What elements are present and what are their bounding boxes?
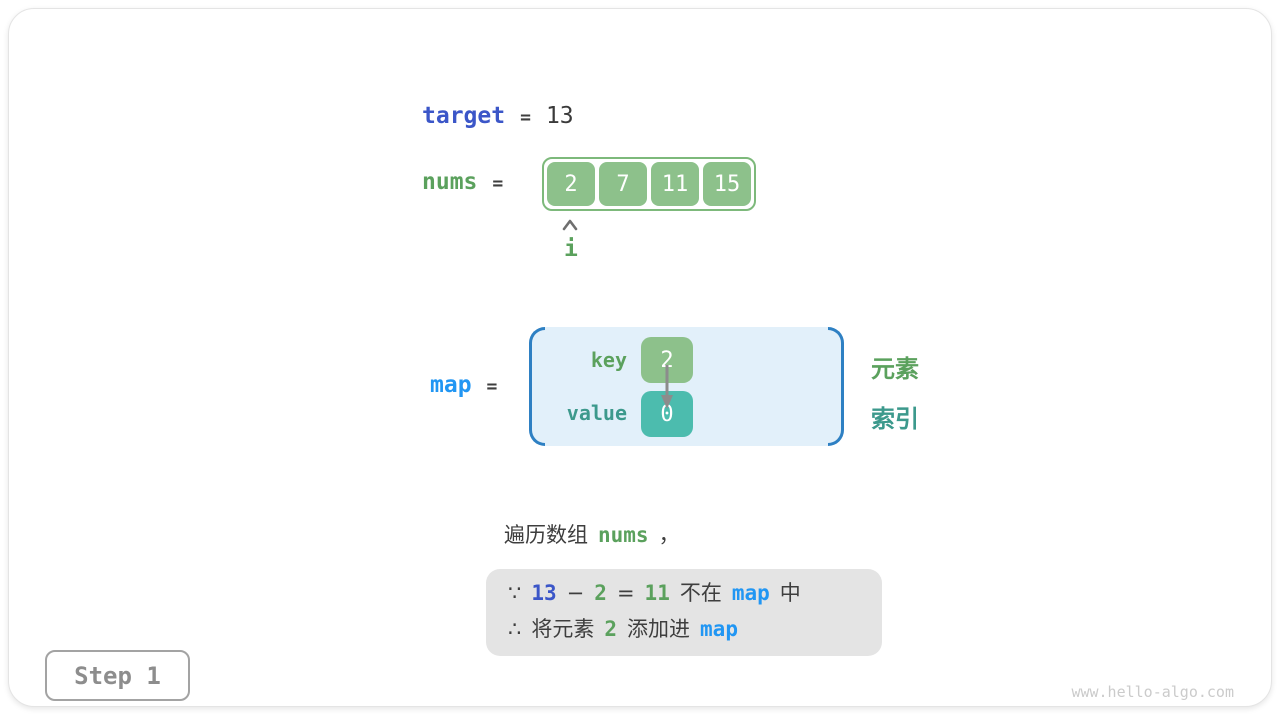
step-badge: Step 1 — [45, 650, 190, 701]
text-token: 遍历数组 — [504, 523, 588, 547]
equals-sign: = — [520, 107, 531, 128]
array-cell: 11 — [651, 162, 699, 206]
target-row: target = 13 — [422, 103, 574, 129]
text-token: 2 — [604, 617, 618, 641]
text-token: 2 — [594, 581, 607, 605]
right-bracket — [828, 327, 844, 446]
array-cell: 7 — [599, 162, 647, 206]
array-cell: 2 — [547, 162, 595, 206]
text-token: 不在 — [679, 581, 722, 605]
target-keyword: target — [422, 103, 506, 129]
text-token: 中 — [779, 581, 801, 605]
key-label: key — [590, 348, 627, 372]
index-side-label: 索引 — [871, 405, 919, 433]
nums-keyword: nums — [422, 169, 478, 195]
text-token: 添加进 — [627, 617, 691, 641]
nums-row: nums = — [422, 169, 503, 195]
array-cell: 15 — [703, 162, 751, 206]
text-token: = — [616, 581, 635, 605]
note-box: ∵ 13−2 = 11 不在 map 中 ∴ 将元素 2 添加进 map — [486, 569, 882, 656]
text-token: 13 — [531, 581, 557, 605]
element-side-label: 元素 — [871, 355, 919, 383]
index-i-label: i — [564, 236, 578, 262]
text-token: 将元素 — [531, 617, 595, 641]
text-token: map — [700, 617, 738, 641]
map-keyword: map — [430, 372, 472, 398]
text-token: ， — [658, 523, 680, 547]
caret-up-icon — [560, 217, 580, 238]
text-token: 11 — [644, 581, 670, 605]
map-box: key value 2 0 — [529, 327, 844, 446]
note-line-1: ∵ 13−2 = 11 不在 map 中 — [508, 577, 860, 613]
caption-line: 遍历数组 nums ， — [504, 519, 680, 549]
text-token: nums — [598, 523, 649, 547]
watermark-text: www.hello-algo.com — [1071, 683, 1234, 701]
map-entry-key: 2 — [641, 337, 693, 383]
text-token: ∴ — [508, 617, 522, 641]
text-token: map — [731, 581, 770, 605]
text-token: ∵ — [508, 581, 522, 605]
map-row: map = — [430, 372, 497, 398]
text-token: − — [566, 581, 585, 605]
equals-sign: = — [492, 173, 504, 194]
left-bracket — [529, 327, 545, 446]
value-label: value — [566, 401, 627, 425]
map-entry-value: 0 — [641, 391, 693, 437]
target-value: 13 — [545, 103, 574, 129]
equals-sign: = — [486, 376, 498, 397]
note-line-2: ∴ 将元素 2 添加进 map — [508, 613, 860, 649]
